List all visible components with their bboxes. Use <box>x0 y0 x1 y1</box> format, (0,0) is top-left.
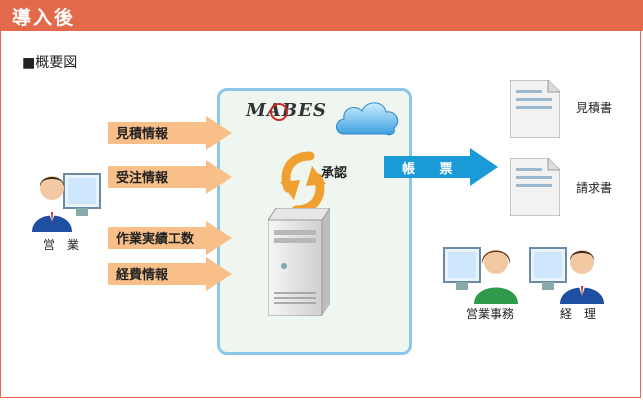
output-arrow-forms: 帳 票 <box>384 148 498 186</box>
sales-person-icon <box>32 173 101 232</box>
input-arrow-shape <box>108 257 232 291</box>
office-staff-icon <box>443 247 518 304</box>
input-arrow-shape <box>108 116 232 150</box>
output-arrow-shape <box>384 148 498 186</box>
document-label-invoice: 請求書 <box>576 181 613 195</box>
accounting-person-icon <box>529 247 604 304</box>
page-title: 導入後 <box>12 7 76 29</box>
diagram-caption: ■概要図 <box>22 55 78 71</box>
server-icon <box>268 208 330 316</box>
input-arrow-quote: 見積情報 <box>108 116 230 150</box>
input-label: 受注情報 <box>116 171 169 186</box>
input-arrow-expense: 経費情報 <box>108 257 230 291</box>
header-bar: 導入後 <box>0 0 643 31</box>
input-label: 見積情報 <box>116 127 169 142</box>
cloud-icon <box>336 102 399 136</box>
input-arrow-order: 受注情報 <box>108 160 230 194</box>
document-icon <box>510 158 560 216</box>
approval-label: 承認 <box>321 166 348 181</box>
office-staff-label: 営業事務 <box>466 307 515 321</box>
document-icon <box>510 80 560 138</box>
input-label: 作業実績工数 <box>116 232 195 247</box>
logo-ring-mark <box>270 103 288 121</box>
input-arrow-shape <box>108 221 232 255</box>
input-arrow-workhours: 作業実績工数 <box>108 221 230 255</box>
input-arrow-shape <box>108 160 232 194</box>
input-label: 経費情報 <box>116 268 169 283</box>
accounting-label: 経 理 <box>560 307 597 321</box>
mabes-logo: MABES <box>246 100 328 126</box>
sales-label: 営 業 <box>43 238 80 252</box>
document-label-quote: 見積書 <box>576 101 613 115</box>
output-label: 帳 票 <box>402 162 463 177</box>
